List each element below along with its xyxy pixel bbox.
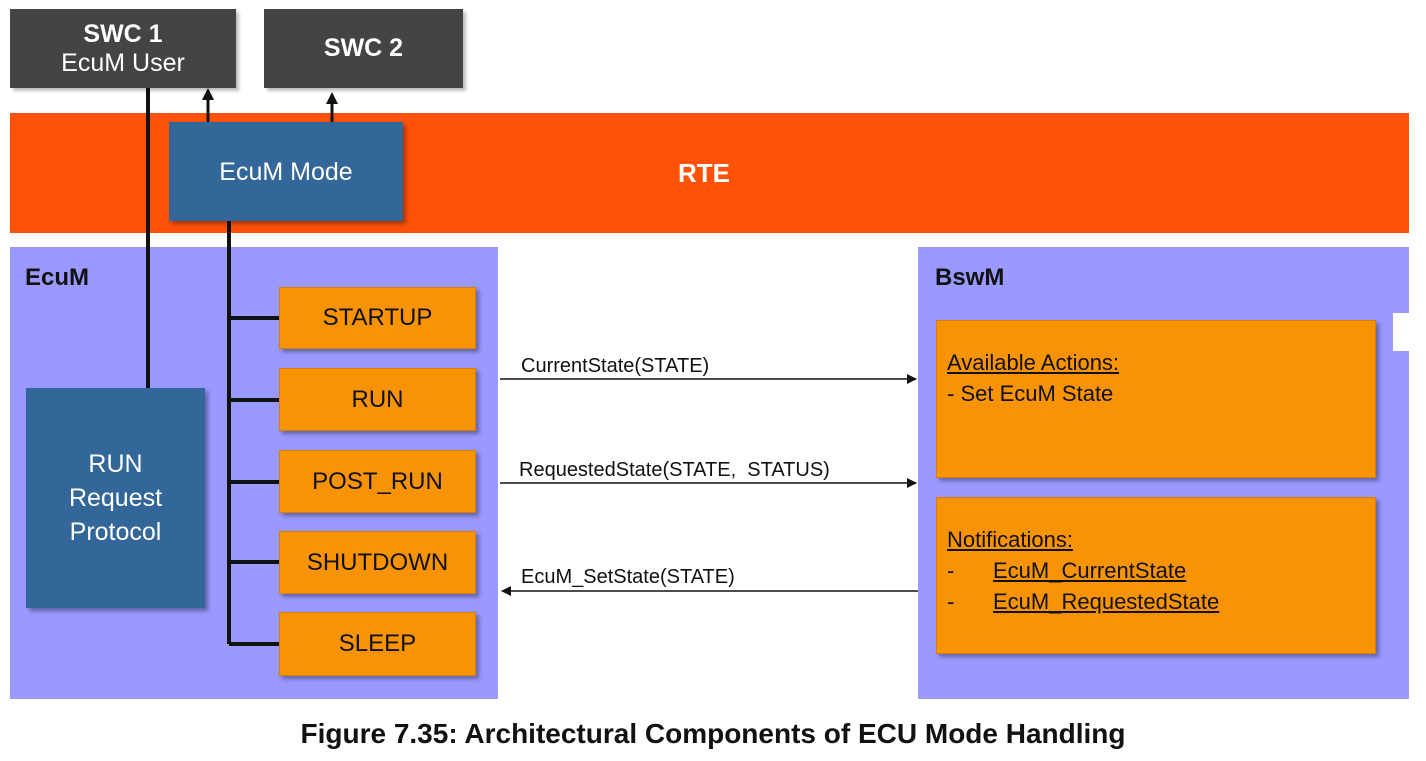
state-run: RUN <box>279 368 476 431</box>
swc2-title: SWC 2 <box>323 34 404 62</box>
figure-caption: Figure 7.35: Architectural Components of… <box>300 718 1126 749</box>
state-shutdown: SHUTDOWN <box>279 531 476 594</box>
run-request-line-1: RUN <box>88 450 143 478</box>
swc1-title: SWC 1 <box>83 19 163 48</box>
swc2-box: SWC 2 <box>264 9 463 88</box>
available-action-item: - Set EcuM State <box>947 381 1114 406</box>
notification-requested-state: EcuM_RequestedState <box>993 589 1220 614</box>
swc1-box: SWC 1 EcuM User <box>10 9 236 88</box>
run-request-protocol-box: RUN Request Protocol <box>26 388 205 608</box>
rte-label: RTE <box>678 158 730 188</box>
notification-bullet: - <box>947 558 955 583</box>
bswm-panel-notch <box>1393 313 1409 351</box>
state-sleep: SLEEP <box>279 612 476 676</box>
available-actions-heading: Available Actions: <box>947 350 1120 375</box>
notification-bullet: - <box>947 589 955 614</box>
ecum-title: EcuM <box>25 264 90 291</box>
current-state-label: CurrentState(STATE) <box>521 355 710 377</box>
notification-current-state: EcuM_CurrentState <box>993 558 1187 583</box>
notification-item: - EcuM_CurrentState <box>947 555 1365 586</box>
run-request-line-3: Protocol <box>69 518 162 546</box>
bswm-title: BswM <box>935 264 1005 291</box>
set-state-label: EcuM_SetState(STATE) <box>521 566 735 588</box>
swc1-subtitle: EcuM User <box>61 48 185 77</box>
ecum-mode-label: EcuM Mode <box>219 157 353 186</box>
notifications-box: Notifications: - EcuM_CurrentState - Ecu… <box>936 497 1376 654</box>
state-post-run: POST_RUN <box>279 450 476 513</box>
available-actions-box: Available Actions: - Set EcuM State <box>936 320 1376 478</box>
run-request-line-2: Request <box>68 484 163 512</box>
ecum-mode-box: EcuM Mode <box>169 122 403 221</box>
requested-state-label: RequestedState(STATE, STATUS) <box>519 459 830 481</box>
notifications-heading: Notifications: <box>947 527 1073 552</box>
notification-item: - EcuM_RequestedState <box>947 586 1365 617</box>
state-startup: STARTUP <box>279 287 476 349</box>
